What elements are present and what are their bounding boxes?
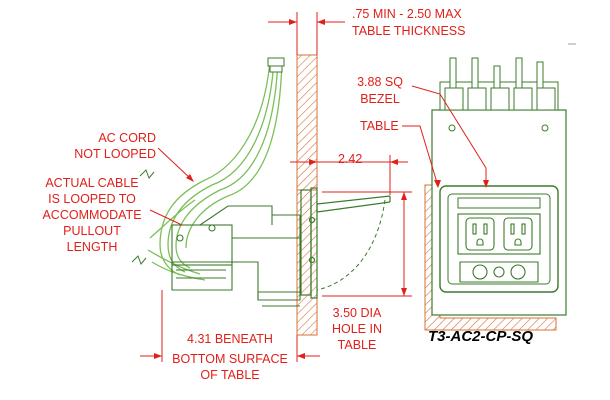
- bezel-label-line1: 3.88 SQ: [357, 75, 403, 89]
- hole-label-line1: 3.50 DIA: [332, 306, 382, 320]
- cord-break-marks: [131, 169, 155, 265]
- hole-label-line2: HOLE IN: [331, 322, 382, 336]
- beneath-label-line3: OF TABLE: [200, 368, 260, 382]
- actual-cable-label-line3: ACCOMMODATE: [42, 208, 142, 222]
- thickness-arrowhead-right: [317, 19, 325, 25]
- table-section-upper: [296, 54, 318, 191]
- bezel: [439, 185, 559, 293]
- actual-cable-label-line2: IS LOOPED TO: [48, 192, 136, 206]
- dim-2-42-arrowhead-right: [390, 159, 398, 165]
- hole-label-line3: TABLE: [337, 338, 377, 352]
- table-thickness-label-line2: TABLE THICKNESS: [352, 24, 466, 38]
- pullout-body: [171, 205, 301, 307]
- table-thickness-label-line1: .75 MIN - 2.50 MAX: [352, 7, 462, 21]
- cable-plugs: [267, 57, 285, 73]
- outlets: [457, 213, 541, 255]
- leaders-right: [402, 85, 487, 187]
- leaders: [149, 147, 193, 226]
- leader-ac-cord-arrow: [186, 174, 194, 182]
- model-name: T3-AC2-CP-SQ: [428, 328, 534, 345]
- mount-flange: [300, 187, 391, 299]
- dim-2-42-label: 2.42: [338, 152, 363, 166]
- beneath-label-line1: 4.31 BENEATH: [187, 332, 273, 346]
- table-right-label: TABLE: [360, 119, 399, 133]
- ac-cord-label-line2: NOT LOOPED: [74, 147, 156, 161]
- bezel-label-line2: BEZEL: [360, 92, 400, 106]
- table-leader-arrow: [434, 180, 441, 188]
- top-connectors: [439, 57, 559, 111]
- bezel-inner: [447, 193, 551, 285]
- beneath-arrowhead-left: [154, 353, 162, 359]
- actual-cable-label-line5: LENGTH: [66, 240, 118, 254]
- plate-screw-tr: [541, 124, 549, 132]
- lid-swing-arc: [316, 199, 386, 291]
- beneath-label-line2: BOTTOM SURFACE: [172, 352, 288, 366]
- beneath-arrowhead-right: [297, 353, 305, 359]
- ac-cord-label-line1: AC CORD: [98, 131, 156, 145]
- thickness-arrowhead-left: [289, 19, 297, 25]
- lid-hinge: [457, 197, 541, 209]
- cable-strands: [147, 59, 283, 281]
- bezel-leader-arrow: [483, 180, 489, 188]
- dim-2-42-arrowhead-left: [309, 159, 317, 165]
- actual-cable-label-line1: ACTUAL CABLE: [45, 176, 139, 190]
- data-ports: [459, 261, 539, 283]
- hole-dim-arrow-bottom: [401, 288, 407, 296]
- plate-screw-tl: [448, 124, 456, 132]
- hole-dim-arrow-top: [401, 192, 407, 200]
- actual-cable-label-line4: PULLOUT: [63, 224, 121, 238]
